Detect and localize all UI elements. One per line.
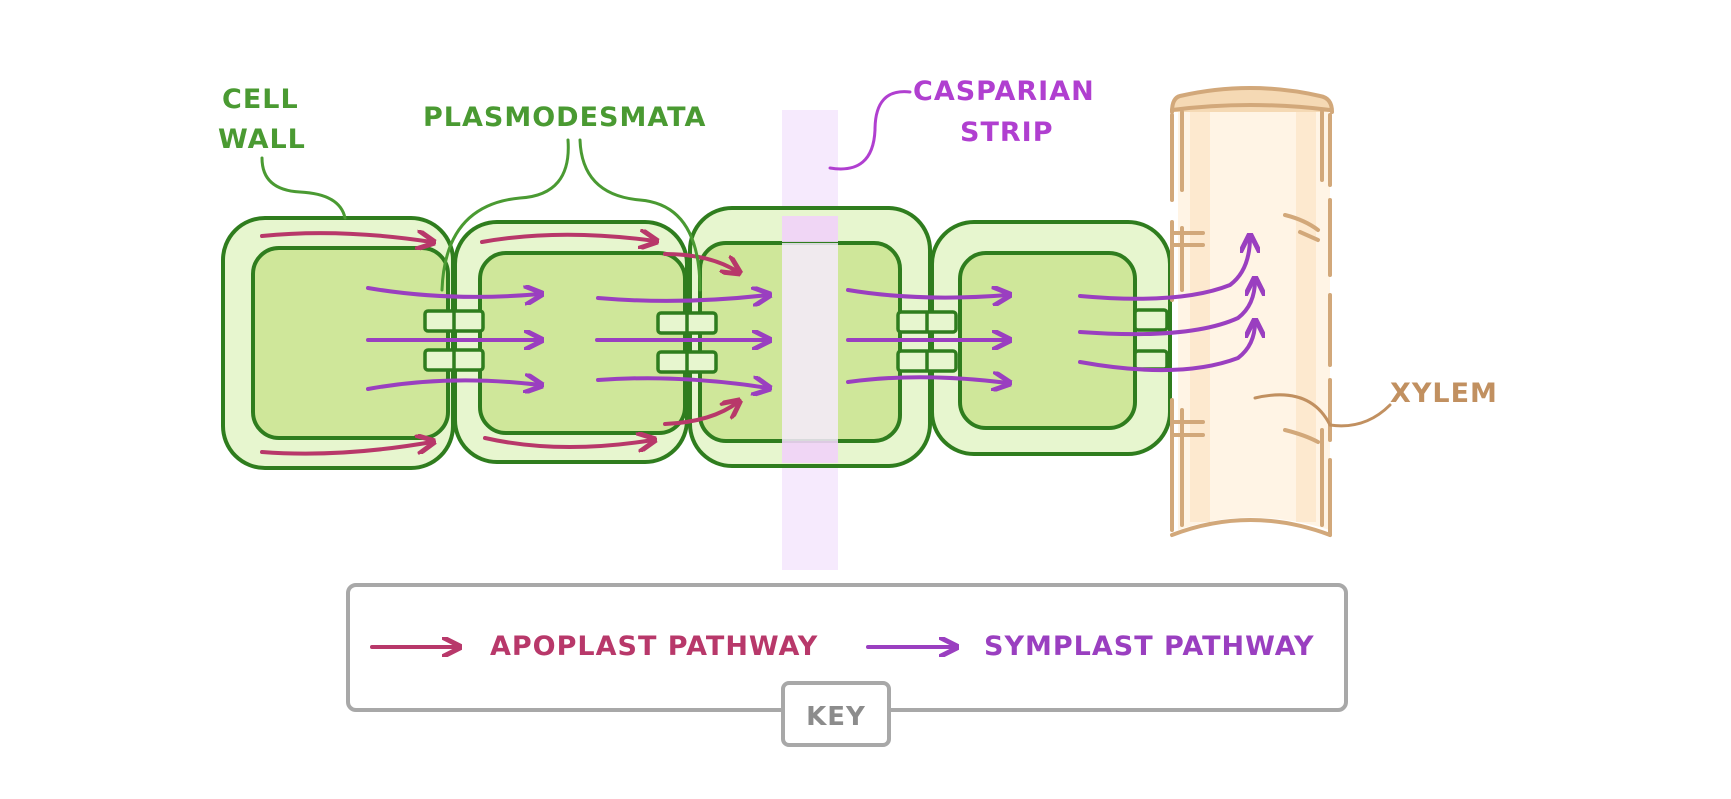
casparian-label-line1: CASPARIAN (913, 76, 1095, 107)
cell-wall-label: CELL WALL (218, 84, 306, 155)
plasmodesmata-leader-1 (440, 138, 570, 292)
cell-wall-label-line1: CELL (222, 84, 299, 115)
label-leader-lines (260, 90, 1392, 428)
apoplast-key-label: APOPLAST PATHWAY (490, 631, 818, 662)
key-title-tab (781, 681, 891, 747)
casparian-strip (782, 216, 838, 463)
plasmodesmata-label: PLASMODESMATA (423, 102, 706, 133)
plasmodesmata-leader-2 (578, 138, 702, 292)
casparian-leader (828, 90, 912, 171)
symplast-arrows (366, 237, 1255, 389)
key-title: KEY (806, 702, 866, 732)
cytoplasm (251, 246, 450, 440)
symplast-key-label: SYMPLAST PATHWAY (984, 631, 1315, 662)
cytoplasm (478, 251, 687, 435)
xylem-leader (1253, 393, 1392, 428)
apoplast-arrows (260, 233, 738, 456)
xylem-vessel (1170, 86, 1334, 537)
casparian-strip-label: CASPARIAN STRIP (913, 76, 1095, 148)
plasmodesmata-channels (423, 308, 1169, 374)
cell-wall-label-line2: WALL (218, 124, 306, 155)
casparian-label-line2: STRIP (960, 117, 1054, 148)
xylem-label: XYLEM (1390, 378, 1498, 409)
key-box: APOPLAST PATHWAY SYMPLAST PATHWAY KEY (346, 583, 1348, 747)
cell-wall-leader (260, 156, 347, 220)
cell-1 (221, 216, 455, 470)
